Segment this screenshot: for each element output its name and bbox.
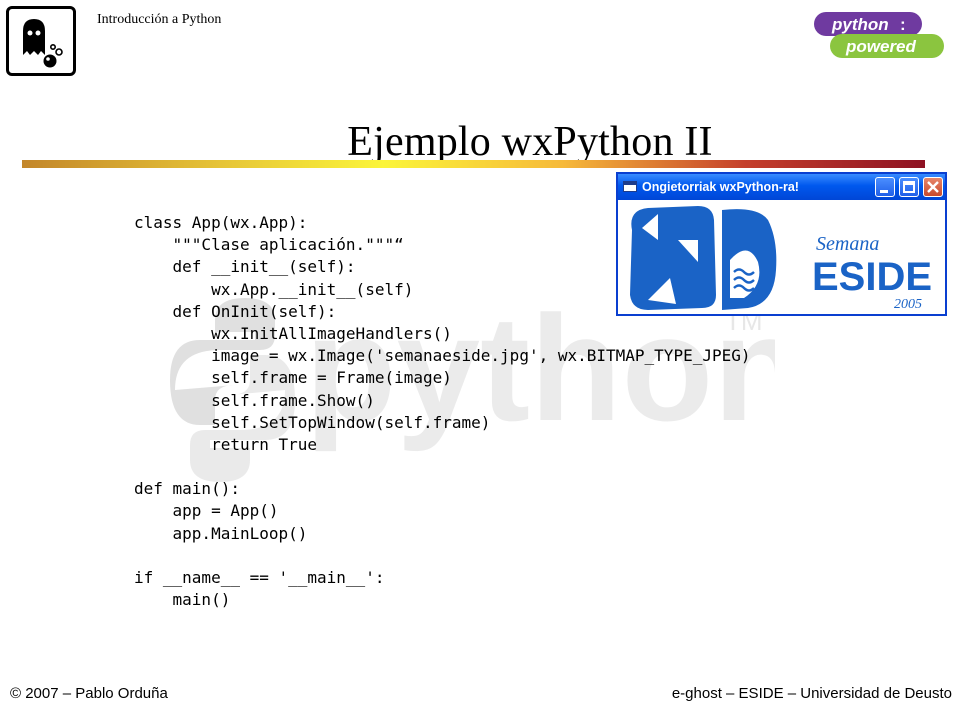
- code-line: def __init__(self):: [134, 257, 356, 277]
- maximize-button[interactable]: [899, 177, 919, 197]
- maximize-icon: [903, 181, 915, 193]
- semana-text: Semana: [816, 233, 879, 255]
- python-snake-icon: [170, 298, 295, 482]
- eside-logo-notch-bottom: [648, 278, 676, 304]
- code-line: def OnInit(self):: [134, 301, 337, 321]
- eside-logo-waves: [733, 268, 755, 292]
- year-text: 2005: [894, 297, 922, 312]
- footer-institution: e-ghost – ESIDE – Universidad de Deusto: [671, 685, 952, 702]
- code-line: def main():: [134, 479, 240, 499]
- wx-window: Ongietorriak wxPython-ra! Semana ESIDE 2…: [616, 172, 947, 316]
- code-line: wx.App.__init__(self): [134, 279, 414, 299]
- code-line: wx.InitAllImageHandlers(): [134, 323, 452, 343]
- window-title: Ongietorriak wxPython-ra!: [642, 180, 799, 194]
- code-line: self.frame = Frame(image): [134, 368, 452, 388]
- code-line: app = App(): [134, 501, 279, 521]
- code-line: """Clase aplicación."""“: [134, 235, 404, 255]
- pp-top-pill: [814, 12, 922, 36]
- eside-logo-notch-top: [642, 214, 658, 240]
- pp-colon: :: [900, 15, 906, 34]
- window-app-icon[interactable]: [623, 181, 637, 192]
- eghost-logo: [6, 6, 76, 76]
- title-divider: [22, 160, 925, 168]
- code-line: self.SetTopWindow(self.frame): [134, 412, 491, 432]
- python-powered-logo: python : powered: [814, 12, 944, 58]
- course-title: Introducción a Python: [97, 12, 222, 27]
- watermark-word: python: [305, 290, 775, 452]
- code-line: main(): [134, 590, 231, 610]
- ghost-icon: [23, 19, 63, 68]
- pp-python-text: python: [831, 15, 889, 34]
- code-line: if __name__ == '__main__':: [134, 568, 385, 587]
- code-line: [134, 456, 751, 478]
- python-watermark: python TM: [170, 290, 775, 482]
- semana-eside-image: Semana ESIDE 2005: [630, 206, 932, 312]
- code-block: class App(wx.App): """Clase aplicación."…: [134, 212, 751, 611]
- footer-author: © 2007 – Pablo Orduña: [10, 685, 168, 702]
- minimize-icon: [880, 190, 888, 193]
- minimize-button[interactable]: [875, 177, 895, 197]
- window-client-area: Semana ESIDE 2005: [618, 200, 945, 314]
- code-line: app.MainLoop(): [134, 523, 308, 543]
- code-line: [134, 545, 751, 567]
- eside-logo-notch-mid: [678, 240, 698, 262]
- window-titlebar[interactable]: Ongietorriak wxPython-ra!: [618, 174, 945, 200]
- slide-title: Ejemplo wxPython II: [347, 119, 713, 165]
- code-line: self.frame.Show(): [134, 390, 375, 410]
- pp-bottom-pill: [830, 34, 944, 58]
- code-line: image = wx.Image('semanaeside.jpg', wx.B…: [134, 346, 751, 366]
- close-icon: [927, 181, 939, 193]
- code-line: return True: [134, 434, 318, 454]
- close-button[interactable]: [923, 177, 943, 197]
- eside-text: ESIDE: [812, 255, 932, 299]
- code-line: class App(wx.App):: [134, 213, 308, 232]
- pp-powered-text: powered: [845, 37, 917, 56]
